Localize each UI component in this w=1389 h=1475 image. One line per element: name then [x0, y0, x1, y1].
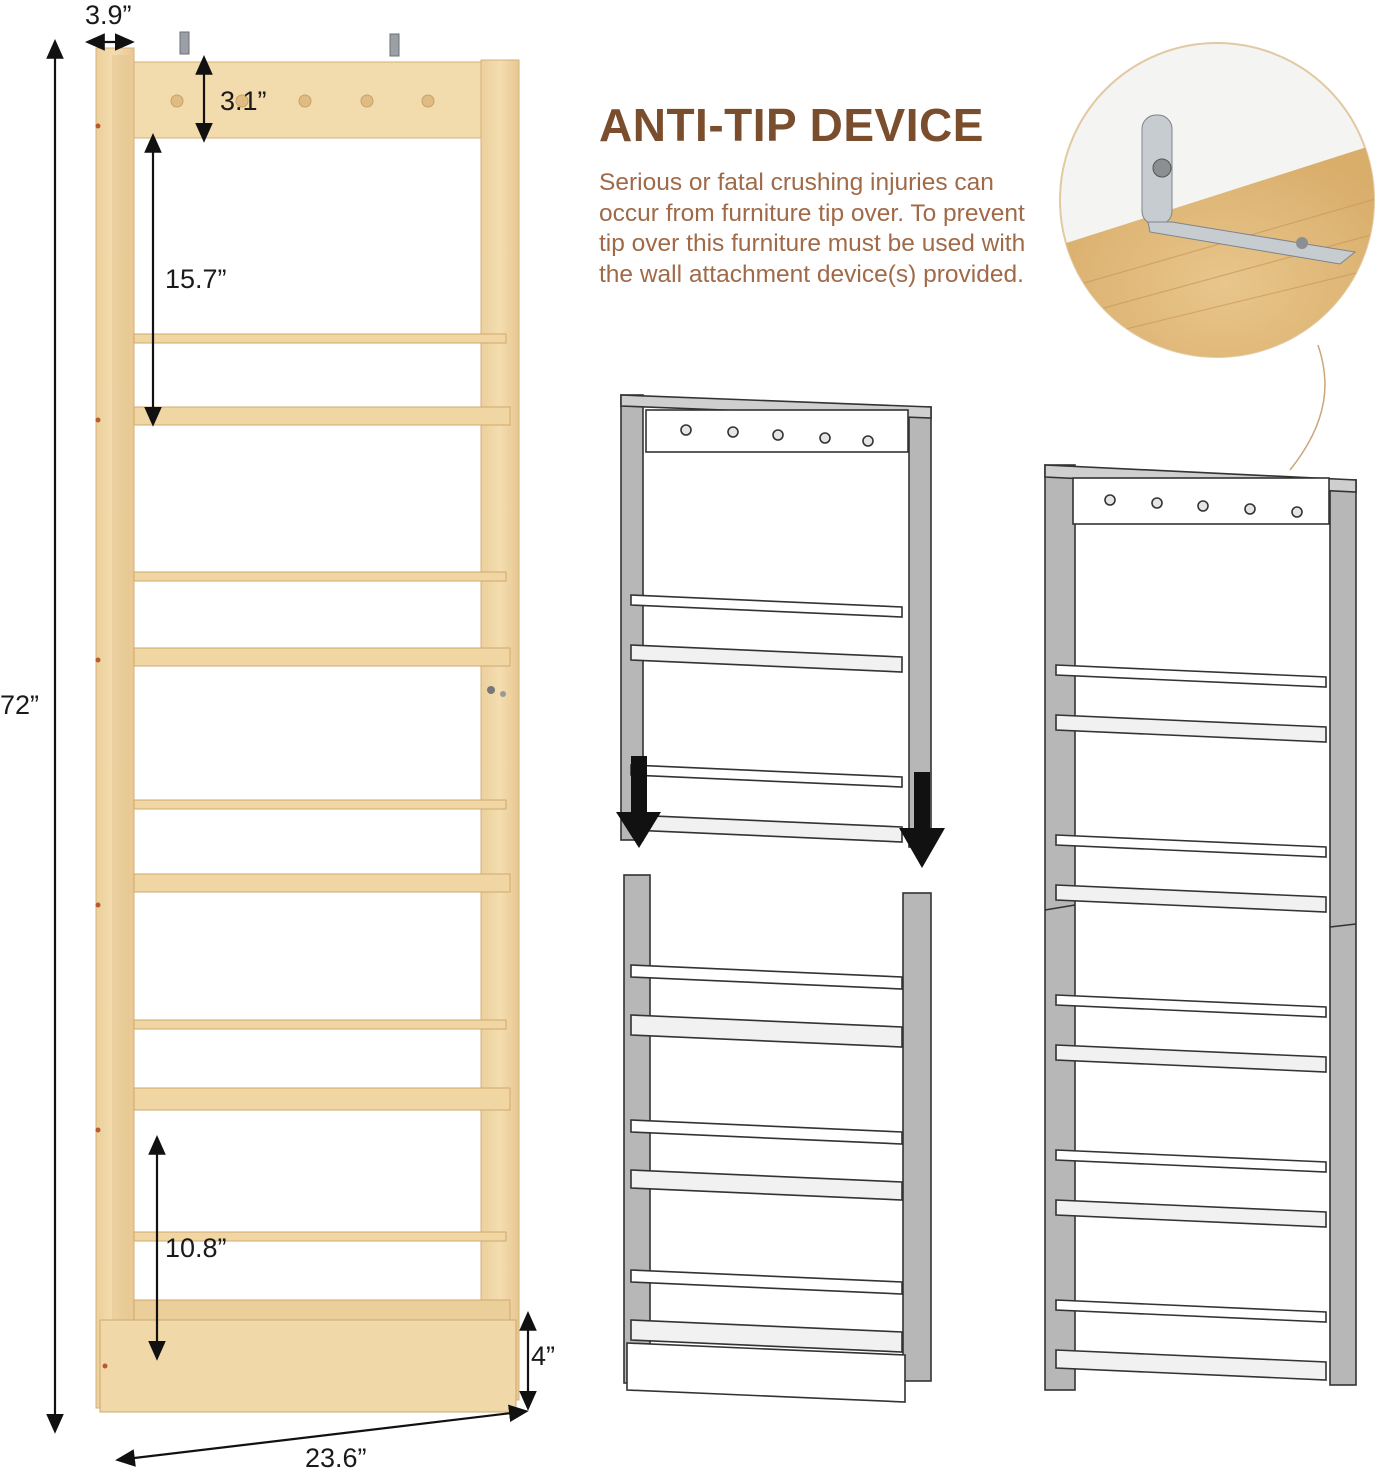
wall-bracket-icon [1141, 114, 1357, 265]
upper-gap-label: 15.7” [165, 264, 227, 294]
diagram-pegs [1104, 494, 1303, 518]
height-total-label: 72” [0, 690, 40, 720]
coat-pegs [170, 94, 435, 108]
anti-tip-warning: Serious or fatal crushing injuries can o… [599, 169, 1026, 288]
door-hooks [179, 31, 400, 57]
assembly-diagram-assembled [1044, 464, 1357, 1391]
anti-tip-heading: ANTI-TIP DEVICE [599, 99, 984, 151]
assembly-diagram-exploded [620, 394, 932, 1403]
down-arrow-icon [899, 772, 945, 868]
anti-tip-closeup [1059, 42, 1375, 358]
diagram-pegs [680, 424, 874, 447]
down-arrow-icon [616, 756, 661, 848]
dimension-lines [46, 33, 537, 1467]
wooden-door-rack [95, 31, 520, 1413]
width-label: 23.6” [305, 1443, 367, 1473]
top-panel-label: 3.1” [220, 86, 267, 116]
depth-label: 3.9” [85, 0, 132, 30]
base-height-label: 4” [531, 1341, 556, 1371]
lower-gap-label: 10.8” [165, 1233, 227, 1263]
callout-connector [1289, 344, 1326, 471]
shelf-rails [133, 333, 511, 1242]
